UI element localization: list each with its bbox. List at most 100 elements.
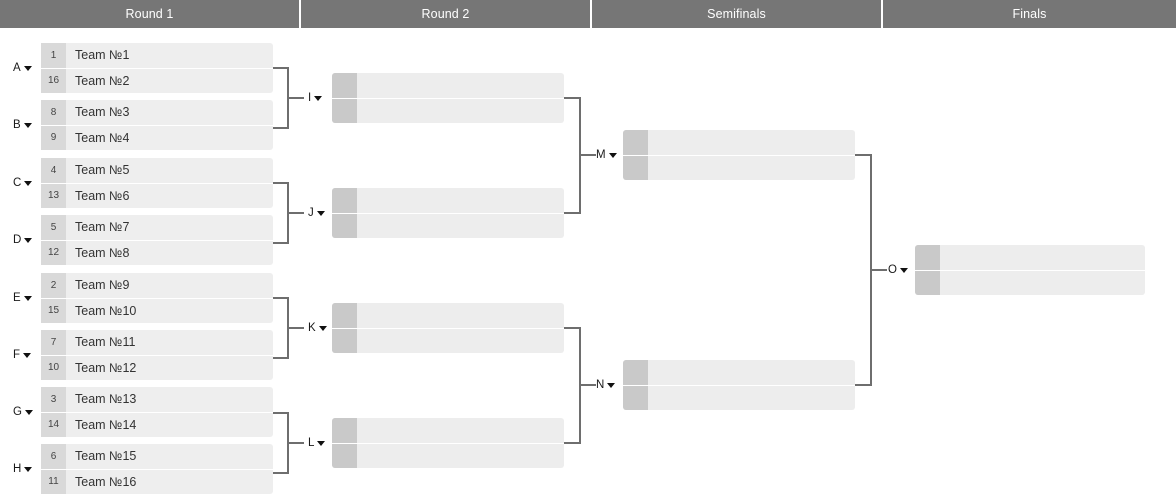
competitor-row[interactable]: 3 Team №13 bbox=[41, 387, 273, 412]
match-tag-label: K bbox=[308, 322, 316, 334]
competitor-row[interactable] bbox=[332, 443, 564, 468]
chevron-down-icon[interactable] bbox=[24, 409, 33, 415]
match-tag-a[interactable]: A bbox=[13, 61, 32, 75]
competitor-name: Team №5 bbox=[75, 163, 130, 178]
column-header-label: Round 2 bbox=[421, 7, 470, 21]
match-tag-g[interactable]: G bbox=[13, 405, 33, 419]
chevron-down-icon[interactable] bbox=[314, 95, 323, 101]
seed-number: 2 bbox=[41, 273, 66, 298]
round-header-row: Round 1 Round 2 Semifinals Finals bbox=[0, 0, 1176, 28]
competitor-row[interactable] bbox=[915, 245, 1145, 270]
seed-number bbox=[332, 303, 357, 328]
seed-number bbox=[332, 328, 357, 353]
match-c[interactable]: 4 Team №5 13 Team №6 bbox=[41, 158, 273, 208]
competitor-row[interactable] bbox=[915, 270, 1145, 295]
chevron-down-icon[interactable] bbox=[316, 210, 325, 216]
competitor-row[interactable]: 13 Team №6 bbox=[41, 183, 273, 208]
competitor-row[interactable]: 10 Team №12 bbox=[41, 355, 273, 380]
match-tag-label: C bbox=[13, 177, 22, 189]
competitor-name: Team №3 bbox=[75, 105, 130, 120]
seed-number: 13 bbox=[41, 183, 66, 208]
match-n[interactable] bbox=[623, 360, 855, 410]
seed-number bbox=[332, 443, 357, 468]
competitor-row[interactable] bbox=[332, 418, 564, 443]
match-tag-o[interactable]: O bbox=[888, 263, 908, 277]
match-b[interactable]: 8 Team №3 9 Team №4 bbox=[41, 100, 273, 150]
competitor-row[interactable]: 12 Team №8 bbox=[41, 240, 273, 265]
chevron-down-icon[interactable] bbox=[23, 352, 32, 358]
chevron-down-icon[interactable] bbox=[318, 325, 327, 331]
match-tag-d[interactable]: D bbox=[13, 233, 33, 247]
competitor-row[interactable]: 6 Team №15 bbox=[41, 444, 273, 469]
column-header-label: Finals bbox=[1012, 7, 1047, 21]
competitor-name: Team №10 bbox=[75, 303, 137, 318]
competitor-row[interactable]: 7 Team №11 bbox=[41, 330, 273, 355]
match-g[interactable]: 3 Team №13 14 Team №14 bbox=[41, 387, 273, 437]
match-tag-e[interactable]: E bbox=[13, 291, 32, 305]
competitor-name: Team №15 bbox=[75, 449, 137, 464]
match-j[interactable] bbox=[332, 188, 564, 238]
chevron-down-icon[interactable] bbox=[899, 267, 908, 273]
match-e[interactable]: 2 Team №9 15 Team №10 bbox=[41, 273, 273, 323]
chevron-down-icon[interactable] bbox=[607, 382, 616, 388]
match-o[interactable] bbox=[915, 245, 1145, 295]
match-a[interactable]: 1 Team №1 16 Team №2 bbox=[41, 43, 273, 93]
match-k[interactable] bbox=[332, 303, 564, 353]
match-tag-label: L bbox=[308, 437, 315, 449]
match-tag-m[interactable]: M bbox=[596, 148, 617, 162]
competitor-row[interactable]: 8 Team №3 bbox=[41, 100, 273, 125]
match-tag-n[interactable]: N bbox=[596, 378, 616, 392]
seed-number: 4 bbox=[41, 158, 66, 183]
match-tag-h[interactable]: H bbox=[13, 462, 33, 476]
chevron-down-icon[interactable] bbox=[23, 65, 32, 71]
competitor-row[interactable]: 15 Team №10 bbox=[41, 298, 273, 323]
match-tag-c[interactable]: C bbox=[13, 176, 33, 190]
competitor-row[interactable]: 2 Team №9 bbox=[41, 273, 273, 298]
seed-number bbox=[332, 418, 357, 443]
match-tag-label: F bbox=[13, 349, 21, 361]
competitor-row[interactable] bbox=[332, 213, 564, 238]
chevron-down-icon[interactable] bbox=[23, 295, 32, 301]
competitor-row[interactable] bbox=[332, 328, 564, 353]
competitor-row[interactable] bbox=[332, 303, 564, 328]
competitor-row[interactable]: 16 Team №2 bbox=[41, 68, 273, 93]
competitor-row[interactable]: 4 Team №5 bbox=[41, 158, 273, 183]
match-tag-j[interactable]: J bbox=[308, 206, 325, 220]
match-h[interactable]: 6 Team №15 11 Team №16 bbox=[41, 444, 273, 494]
chevron-down-icon[interactable] bbox=[608, 152, 617, 158]
tournament-bracket: 1 Team №1 16 Team №2 A 8 Team №3 9 Team … bbox=[0, 28, 1176, 496]
match-f[interactable]: 7 Team №11 10 Team №12 bbox=[41, 330, 273, 380]
competitor-row[interactable] bbox=[623, 155, 855, 180]
competitor-row[interactable]: 9 Team №4 bbox=[41, 125, 273, 150]
chevron-down-icon[interactable] bbox=[24, 237, 33, 243]
competitor-row[interactable] bbox=[332, 98, 564, 123]
competitor-row[interactable] bbox=[332, 73, 564, 98]
chevron-down-icon[interactable] bbox=[23, 122, 32, 128]
column-header-semifinals: Semifinals bbox=[592, 0, 883, 28]
competitor-row[interactable]: 14 Team №14 bbox=[41, 412, 273, 437]
chevron-down-icon[interactable] bbox=[24, 180, 33, 186]
competitor-row[interactable] bbox=[623, 360, 855, 385]
competitor-name: Team №11 bbox=[75, 335, 136, 350]
competitor-name: Team №9 bbox=[75, 278, 130, 293]
match-l[interactable] bbox=[332, 418, 564, 468]
match-tag-l[interactable]: L bbox=[308, 436, 326, 450]
match-tag-f[interactable]: F bbox=[13, 348, 32, 362]
competitor-row[interactable] bbox=[332, 188, 564, 213]
match-tag-i[interactable]: I bbox=[308, 91, 323, 105]
column-header-label: Round 1 bbox=[125, 7, 174, 21]
seed-number: 1 bbox=[41, 43, 66, 68]
match-tag-b[interactable]: B bbox=[13, 118, 32, 132]
chevron-down-icon[interactable] bbox=[317, 440, 326, 446]
competitor-row[interactable]: 5 Team №7 bbox=[41, 215, 273, 240]
competitor-row[interactable]: 1 Team №1 bbox=[41, 43, 273, 68]
match-i[interactable] bbox=[332, 73, 564, 123]
competitor-row[interactable] bbox=[623, 130, 855, 155]
competitor-row[interactable] bbox=[623, 385, 855, 410]
competitor-row[interactable]: 11 Team №16 bbox=[41, 469, 273, 494]
match-tag-k[interactable]: K bbox=[308, 321, 327, 335]
match-m[interactable] bbox=[623, 130, 855, 180]
match-d[interactable]: 5 Team №7 12 Team №8 bbox=[41, 215, 273, 265]
seed-number bbox=[332, 188, 357, 213]
chevron-down-icon[interactable] bbox=[24, 466, 33, 472]
